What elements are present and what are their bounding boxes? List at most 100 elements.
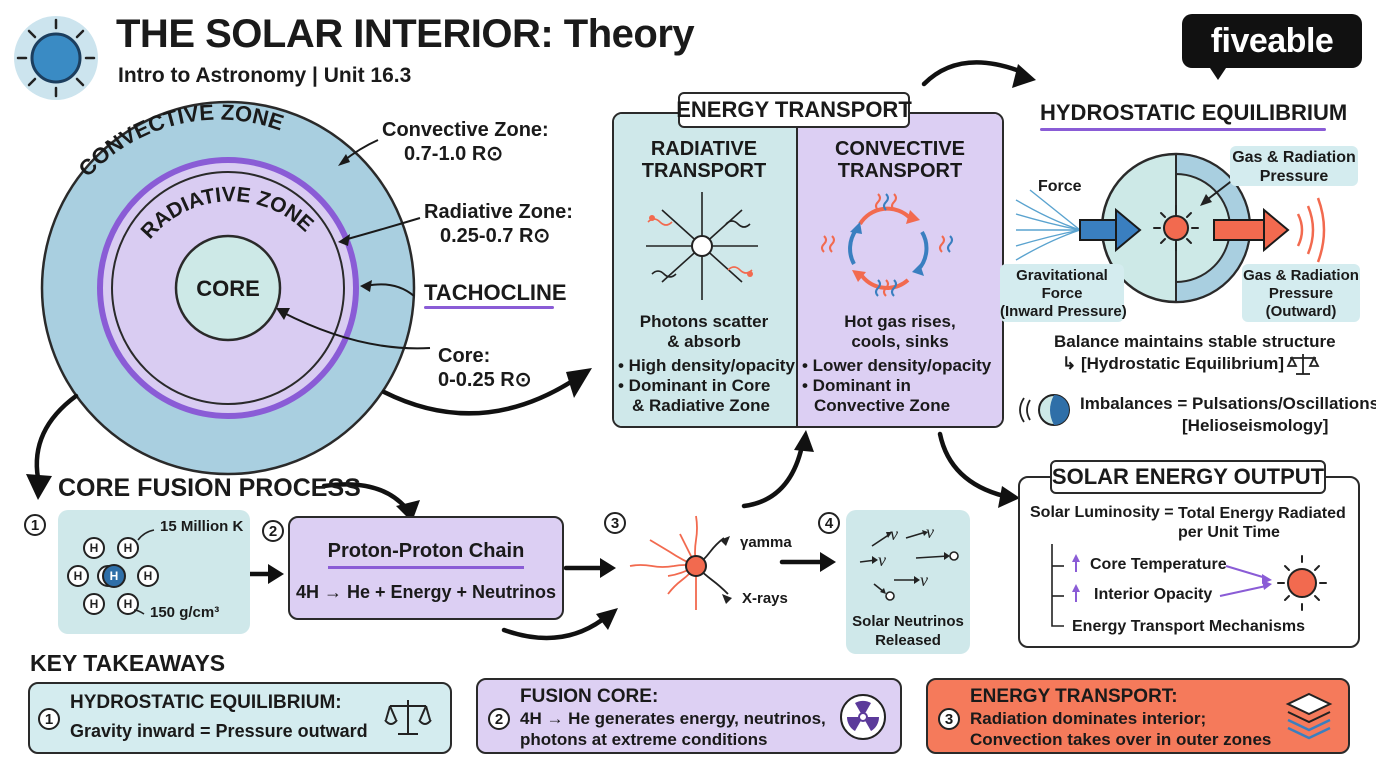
imbalance-line: Imbalances = Pulsations/Oscillations — [1080, 394, 1376, 413]
tachocline-underline — [424, 306, 554, 309]
core-callout-title: Core: — [438, 345, 491, 367]
step-4-box — [846, 510, 970, 654]
takeaway-1-number: 1 — [38, 708, 60, 730]
chain-underline — [328, 566, 524, 569]
arrow-interior-to-transport — [381, 377, 577, 416]
takeaway-2-body-1: 4H → He generates energy, neutrinos, — [520, 709, 826, 728]
chain-title: Proton-Proton Chain — [327, 540, 525, 562]
nucleus-4: H — [110, 569, 119, 583]
step-1-number: 1 — [24, 514, 46, 536]
takeaway-3: 3 ENERGY TRANSPORT: Radiation dominates … — [926, 678, 1350, 754]
imbalance-bracket: [Helioseismology] — [1182, 416, 1329, 435]
layers-icon — [1285, 692, 1333, 740]
arrow-transport-to-output — [937, 431, 1007, 499]
neutrino-label-2: Released — [875, 632, 941, 649]
radiative-callout-range: 0.25-0.7 R⊙ — [440, 225, 551, 247]
tachocline-callout: TACHOCLINE — [424, 280, 567, 305]
radiative-bullet-2: • Dominant in Core — [618, 376, 771, 395]
nu-symbol-1: ν — [890, 524, 898, 544]
output-factors-diagram — [1051, 544, 1327, 627]
scale-icon — [1286, 354, 1320, 375]
step-3-number: 3 — [604, 512, 626, 534]
solar-interior-diagram: CONVECTIVE ZONE RADIATIVE ZONE CORE — [40, 100, 431, 476]
convection-cycle-icon — [821, 193, 953, 297]
balance-bracket: ↳ [Hydrostatic Equilibrium] — [1062, 354, 1285, 373]
neutrino-label-1: Solar Neutrinos — [852, 613, 964, 630]
luminosity-def-2: per Unit Time — [1178, 524, 1280, 541]
factor-transport: Energy Transport Mechanisms — [1072, 618, 1305, 635]
gas-pressure-top-label: Gas & Radiation Pressure — [1230, 146, 1358, 186]
photon-scatter-icon — [646, 192, 758, 300]
takeaway-3-body-1: Radiation dominates interior; — [970, 709, 1207, 728]
page-subtitle: Intro to Astronomy | Unit 16.3 — [118, 64, 412, 87]
radiative-transport-title-2: TRANSPORT — [641, 160, 767, 182]
takeaway-2: 2 FUSION CORE: 4H → He generates energy,… — [476, 678, 902, 754]
nucleus-2: H — [124, 541, 133, 555]
core-circle — [174, 234, 282, 342]
takeaway-2-title: FUSION CORE: — [520, 686, 659, 707]
nucleus-6: H — [90, 597, 99, 611]
factor-core-temp: Core Temperature — [1090, 556, 1227, 573]
nucleus-1: H — [90, 541, 99, 555]
output-heading: SOLAR ENERGY OUTPUT — [1050, 460, 1326, 494]
takeaway-1-body: Gravity inward = Pressure outward — [70, 721, 368, 741]
convective-desc-1: Hot gas rises, — [844, 312, 956, 331]
takeaway-3-title: ENERGY TRANSPORT: — [970, 686, 1178, 707]
takeaway-3-number: 3 — [938, 708, 960, 730]
nu-symbol-4: ν — [920, 570, 928, 590]
hydrostatic-heading: HYDROSTATIC EQUILIBRIUM — [1040, 100, 1348, 125]
chain-equation: 4H → He + Energy + Neutrinos — [295, 582, 557, 602]
radiative-bullet-1: • High density/opacity — [618, 356, 795, 375]
temperature-label: 15 Million K — [160, 518, 244, 535]
core-callout-range: 0-0.25 R⊙ — [438, 369, 532, 391]
convective-transport-title-2: TRANSPORT — [837, 160, 963, 182]
hydrogen-nuclei-icon: H H H H H H H — [67, 529, 159, 615]
convective-bullet-2: • Dominant in — [802, 376, 911, 395]
brand-logo[interactable]: fiveable — [1182, 14, 1362, 68]
arrow-interior-to-fusion — [34, 393, 79, 481]
arrow-transport-to-equilibrium — [921, 60, 1025, 87]
radiative-desc-1: Photons scatter — [639, 312, 769, 331]
convective-callout-range: 0.7-1.0 R⊙ — [404, 143, 504, 165]
xray-label: X-rays — [742, 590, 788, 607]
step-2-number: 2 — [262, 520, 284, 542]
convective-bullet-1: • Lower density/opacity — [802, 356, 992, 375]
takeaway-1-title: HYDROSTATIC EQUILIBRIUM: — [70, 692, 342, 713]
convective-callout-title: Convective Zone: — [382, 119, 549, 141]
takeaways-heading: KEY TAKEAWAYS — [30, 650, 226, 676]
convective-bullet-3: Convective Zone — [814, 396, 951, 415]
gamma-label: γamma — [740, 534, 792, 551]
radiative-callout-title: Radiative Zone: — [424, 201, 573, 223]
nu-symbol-3: ν — [878, 550, 886, 570]
core-label: CORE — [196, 276, 260, 301]
gas-pressure-out-label: Gas & Radiation Pressure (Outward) — [1242, 264, 1360, 322]
takeaway-2-number: 2 — [488, 708, 510, 730]
convective-desc-2: cools, sinks — [851, 332, 949, 351]
step-4-number: 4 — [818, 512, 840, 534]
neutrino-icon: ν ν ν ν — [859, 522, 959, 601]
hydrostatic-diagram — [1015, 152, 1326, 304]
nucleus-3: H — [74, 569, 83, 583]
arrow-fusion-to-chain — [321, 482, 409, 511]
takeaway-3-body-2: Convection takes over in outer zones — [970, 730, 1272, 749]
takeaway-2-body-2: photons at extreme conditions — [520, 730, 768, 749]
takeaway-1: 1 HYDROSTATIC EQUILIBRIUM: Gravity inwar… — [28, 682, 452, 754]
nu-symbol-2: ν — [926, 522, 934, 542]
radiative-desc-2: & absorb — [667, 332, 741, 351]
density-label: 150 g/cm³ — [150, 604, 220, 621]
nucleus-5: H — [144, 569, 153, 583]
luminosity-label: Solar Luminosity = — [1030, 504, 1174, 521]
energy-transport-panel — [612, 112, 1004, 428]
brand-logo-tail — [1206, 62, 1230, 80]
nucleus-7: H — [124, 597, 133, 611]
arrow-chain-to-photons — [501, 617, 605, 641]
energy-transport-heading: ENERGY TRANSPORT — [676, 92, 912, 128]
fusion-heading: CORE FUSION PROCESS — [58, 474, 361, 502]
balance-line: Balance maintains stable structure — [1054, 332, 1336, 351]
arrow-photons-to-transport — [741, 443, 805, 509]
oscillation-icon — [1019, 394, 1070, 426]
page-title: THE SOLAR INTERIOR: Theory — [116, 12, 695, 56]
gravity-label: Gravitational Force (Inward Pressure) — [1000, 264, 1127, 322]
force-label: Force — [1038, 178, 1082, 195]
photon-burst-icon — [629, 515, 732, 610]
